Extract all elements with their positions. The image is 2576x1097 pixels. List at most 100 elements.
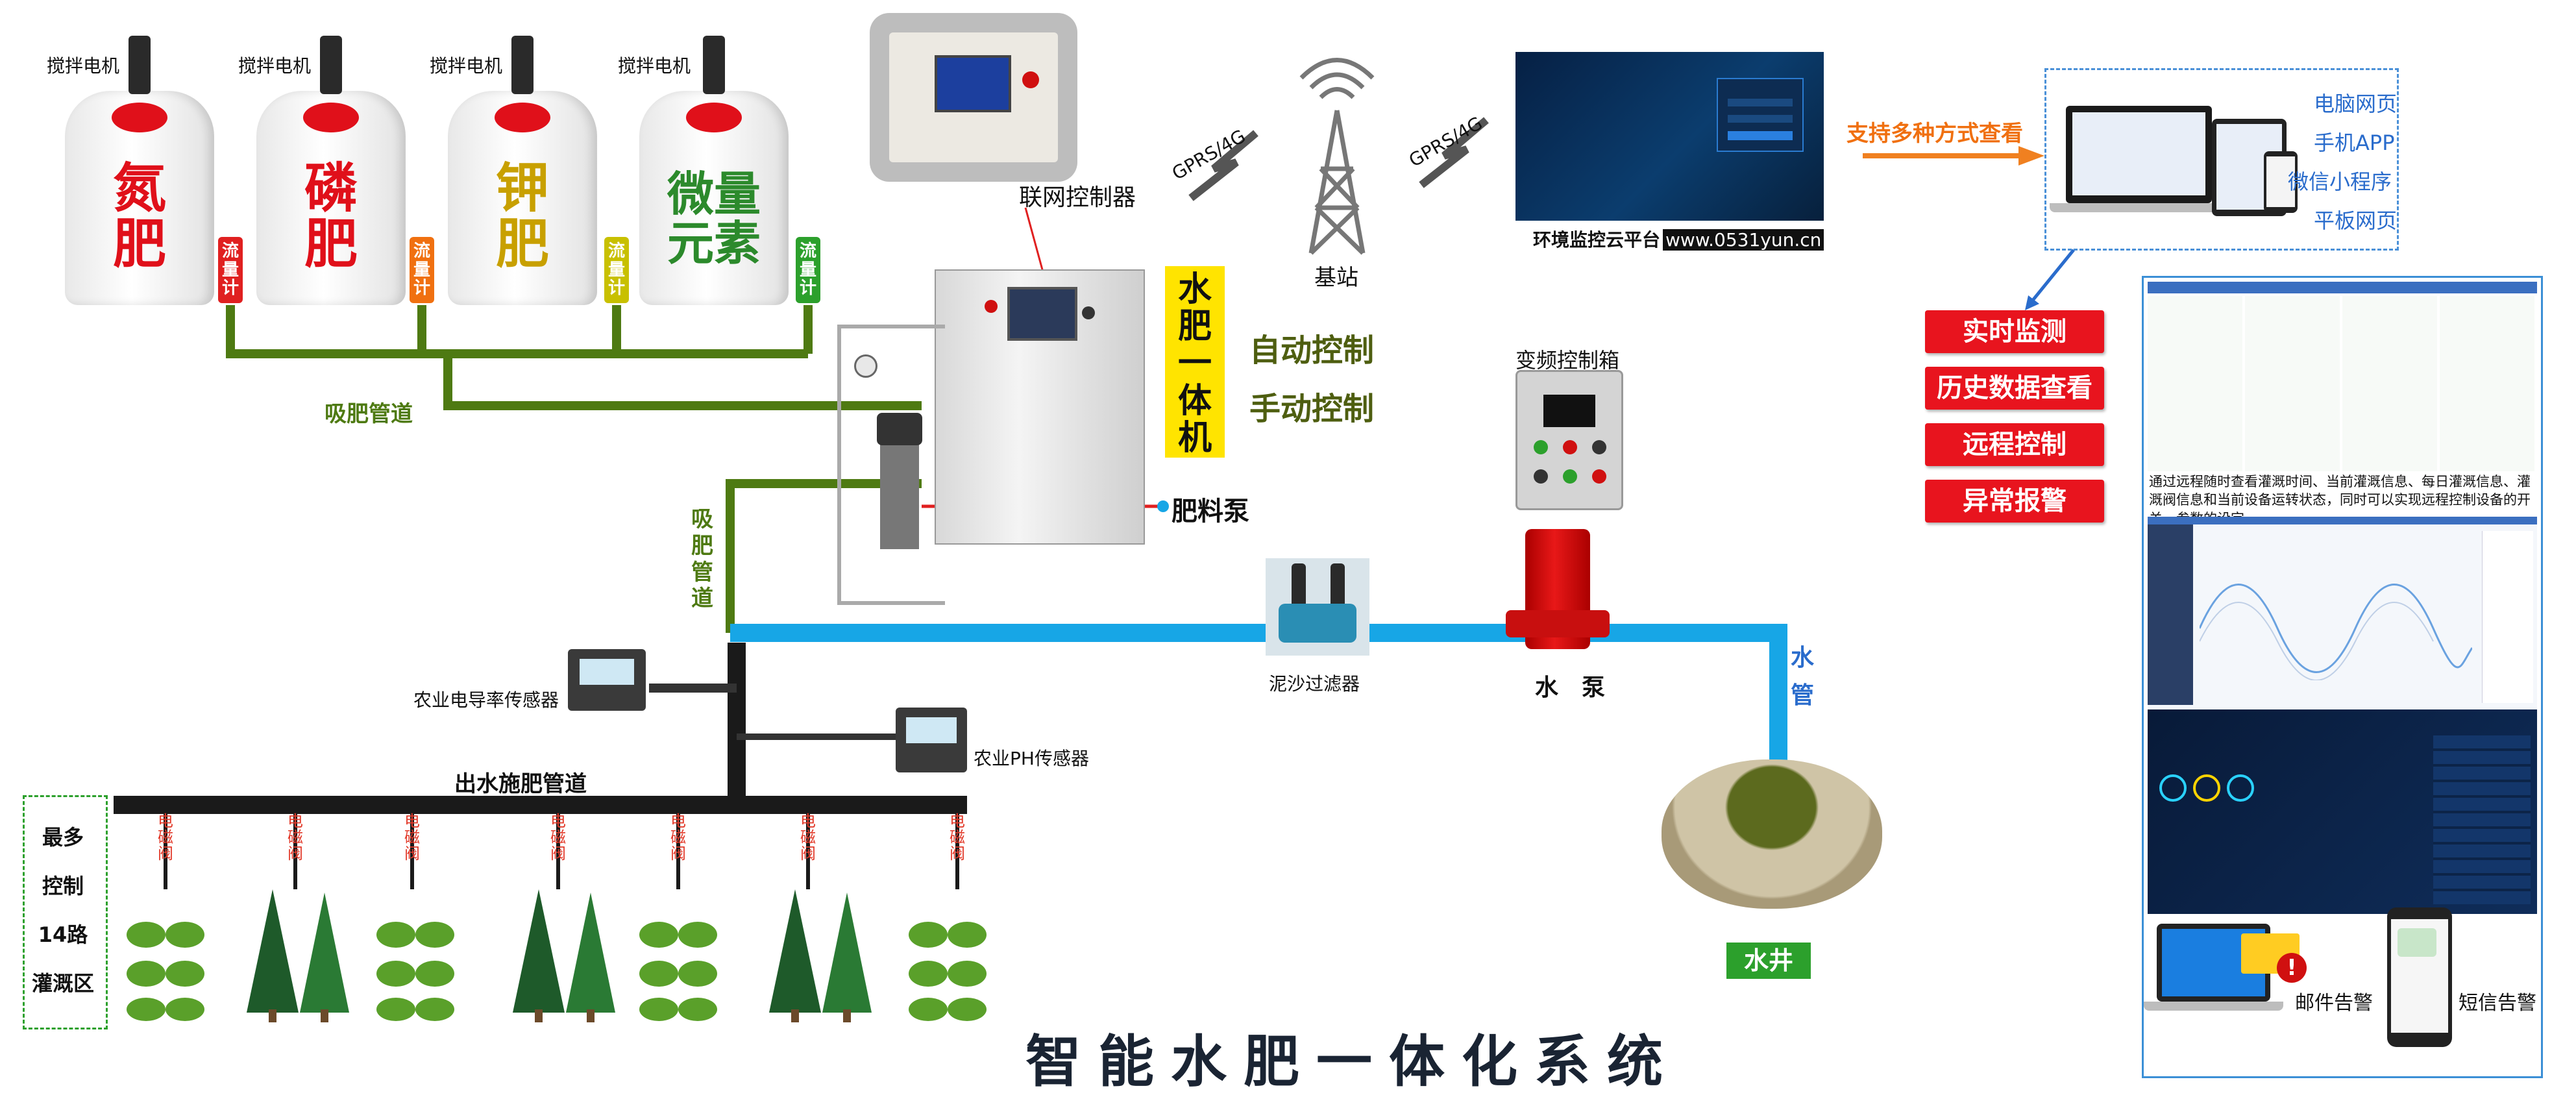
valve-char: 磁: [288, 828, 303, 847]
vfd-button-icon: [1534, 440, 1548, 454]
view-mode-app: 手机APP: [2314, 130, 2395, 155]
mixer-label: 搅拌电机: [238, 55, 312, 77]
valve-char: 电: [670, 812, 686, 830]
mixer-motor-icon: [129, 36, 151, 94]
fm-char: 流: [221, 241, 239, 261]
view-modes-box: [2044, 68, 2399, 251]
mixer-label: 搅拌电机: [430, 55, 503, 77]
solenoid-valve-4: 电磁阀: [548, 813, 568, 863]
pressure-gauge-icon: [854, 354, 877, 378]
fm-char: 计: [413, 278, 430, 299]
sms-phone-screen: [2391, 919, 2448, 1033]
vfd-box: [1515, 370, 1623, 510]
flowmeter-4: 流 量 计: [796, 237, 820, 303]
water-pipe-label: 水 管: [1788, 639, 1817, 714]
zone-line-3: 14路: [38, 922, 88, 947]
dashboard-grid: [2148, 296, 2537, 471]
vfd-button-icon: [1563, 440, 1577, 454]
feature-remote: 远程控制: [1925, 423, 2104, 466]
tank-text-line: 钾: [495, 158, 549, 219]
valve-char: 电: [800, 812, 816, 830]
fm-char: 流: [607, 241, 625, 261]
solenoid-valve-3: 电磁阀: [402, 813, 422, 863]
vfd-button-icon: [1592, 469, 1606, 484]
view-mode-tablet: 平板网页: [2314, 208, 2398, 233]
tree-pair-3: [769, 889, 872, 1022]
fertigation-machine: [935, 269, 1145, 545]
valve-char: 电: [950, 812, 965, 830]
fm-char: 计: [607, 278, 625, 299]
fm-char: 流: [413, 241, 430, 261]
black-outlet-pipe: [114, 643, 967, 814]
vfd-button-icon: [1563, 469, 1577, 484]
tree-pair-1: [247, 889, 349, 1022]
valve-char: 阀: [550, 844, 566, 863]
sms-alarm-label: 短信告警: [2459, 992, 2536, 1015]
machine-button-icon: [1082, 306, 1095, 319]
login-box: [1717, 78, 1804, 152]
tank-cap: [495, 103, 550, 132]
phone-icon: [2264, 151, 2298, 213]
diagram-title: 智能水肥一体化系统: [1025, 1029, 1680, 1094]
water-well-label: 水井: [1726, 943, 1811, 979]
view-mode-wechat: 微信小程序: [2288, 169, 2392, 194]
controller-pointer: [1024, 207, 1046, 280]
flowmeter-1: 流 量 计: [218, 237, 243, 303]
feature-arrow-line: [2030, 249, 2075, 303]
valve-char: 阀: [404, 844, 420, 863]
tank-potassium-text: 钾 肥: [448, 158, 597, 276]
solenoid-valve-2: 电磁阀: [286, 813, 305, 863]
zone-box: [23, 795, 108, 1029]
solenoid-valve-6: 电磁阀: [798, 813, 818, 863]
base-station-label: 基站: [1314, 265, 1358, 291]
mixer-motor-icon: [511, 36, 534, 94]
valve-char: 阀: [950, 844, 965, 863]
valve-char: 磁: [404, 828, 420, 847]
pipe-char: 管: [691, 559, 713, 585]
tank-text-line: 肥: [495, 214, 549, 276]
email-alarm-label: 邮件告警: [2295, 992, 2373, 1015]
machine-label-char: 水: [1177, 270, 1212, 309]
vfd-button-icon: [1592, 440, 1606, 454]
pipe-char: 吸: [691, 506, 713, 532]
history-sidebar: [2148, 524, 2193, 705]
solenoid-valve-1: 电磁阀: [156, 813, 175, 863]
pump-column-icon: [880, 432, 919, 549]
mixer-label: 搅拌电机: [47, 55, 120, 77]
valve-char: 阀: [670, 844, 686, 863]
tank-nitrogen-text: 氮 肥: [65, 158, 214, 273]
pipe-char: 道: [691, 585, 713, 612]
fm-char: 量: [799, 260, 816, 280]
valve-char: 阀: [288, 844, 303, 863]
bigscreen-table: [2433, 735, 2531, 904]
login-field: [1728, 115, 1793, 123]
ec-display: [580, 659, 634, 685]
green-pipe-main: [443, 354, 922, 410]
zone-line-2: 控制: [42, 874, 84, 898]
history-curve: [2200, 584, 2472, 680]
solenoid-valve-5: 电磁阀: [669, 813, 688, 863]
valve-char: 电: [158, 812, 173, 830]
valve-char: 阀: [158, 844, 173, 863]
machine-label-char: 一: [1177, 344, 1212, 384]
fertilizer-pump-label: 肥料泵: [1171, 497, 1249, 526]
zone-line-1: 最多: [42, 825, 84, 850]
login-button: [1728, 131, 1793, 140]
tank-text-line: 氮: [112, 158, 166, 219]
dashboard-header: [2148, 282, 2537, 293]
feature-history: 历史数据查看: [1925, 367, 2104, 410]
feature-arrow-head: [2025, 295, 2039, 310]
machine-frame: [837, 325, 945, 605]
vfd-box-label: 变频控制箱: [1515, 348, 1620, 373]
alarm-laptop-base: [2144, 1002, 2283, 1011]
ec-sensor-icon: [568, 649, 646, 711]
history-chart-screen: [2148, 517, 2537, 713]
machine-label-char: 体: [1177, 381, 1212, 421]
tank-text-line: 肥: [304, 214, 358, 276]
valve-char: 电: [404, 812, 420, 830]
gauge-icon: [2227, 774, 2254, 802]
tank-phosphorus: [256, 91, 406, 305]
cloud-name: 环境监控云平台: [1533, 229, 1661, 251]
